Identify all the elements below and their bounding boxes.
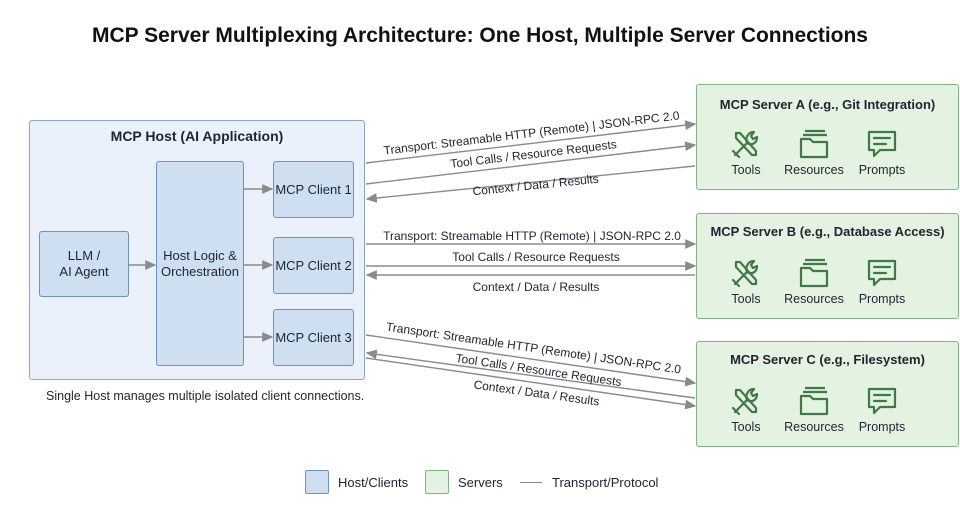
server-b-tools-label: Tools [731, 292, 761, 306]
folder-icon [794, 124, 834, 164]
mcp-client-2-box: MCP Client 2 [273, 237, 354, 294]
legend-servers-swatch [425, 470, 449, 494]
host-logic-box: Host Logic & Orchestration [156, 161, 244, 366]
chat-bubble-icon [862, 253, 902, 293]
mcp-server-c: MCP Server C (e.g., Filesystem) Tools Re… [696, 341, 959, 447]
server-b-prompts-label: Prompts [858, 292, 906, 306]
host-logic-line1: Host Logic & [163, 247, 237, 263]
legend-transport-label: Transport/Protocol [552, 475, 659, 490]
legend-servers-label: Servers [458, 475, 503, 490]
mcp-client-1-box: MCP Client 1 [273, 161, 354, 218]
server-a-title: MCP Server A (e.g., Git Integration) [719, 97, 936, 112]
server-c-title: MCP Server C (e.g., Filesystem) [730, 352, 925, 367]
server-c-resources-label: Resources [784, 420, 844, 434]
host-caption: Single Host manages multiple isolated cl… [46, 389, 365, 403]
transport-line-c [365, 334, 697, 387]
mcp-client-3-box: MCP Client 3 [273, 309, 354, 366]
response-line-c [365, 349, 696, 399]
llm-label-line2: AI Agent [59, 264, 109, 279]
mcp-server-b: MCP Server B (e.g., Database Access) Too… [696, 213, 959, 319]
transport-label-b: Transport: Streamable HTTP (Remote) | JS… [383, 229, 681, 243]
llm-agent-box: LLM / AI Agent [39, 231, 129, 297]
diagram-title: MCP Server Multiplexing Architecture: On… [92, 24, 868, 47]
mcp-server-a: MCP Server A (e.g., Git Integration) Too… [696, 84, 959, 190]
chat-bubble-icon [862, 381, 902, 421]
response-label-b: Context / Data / Results [473, 280, 600, 294]
server-b-title: MCP Server B (e.g., Database Access) [710, 224, 945, 239]
mcp-client-3-label: MCP Client 3 [275, 329, 352, 345]
mcp-client-2-label: MCP Client 2 [275, 257, 352, 273]
server-b-resources-label: Resources [784, 292, 844, 306]
llm-label-line1: LLM / [67, 248, 101, 263]
request-line-c [365, 357, 697, 410]
tools-icon [726, 253, 766, 293]
request-line-a [365, 141, 697, 185]
transport-line-a [365, 120, 697, 164]
tools-icon [726, 381, 766, 421]
server-a-prompts-label: Prompts [858, 163, 906, 177]
mcp-client-1-label: MCP Client 1 [275, 181, 352, 197]
server-a-tools-label: Tools [731, 163, 761, 177]
folder-icon [794, 253, 834, 293]
response-label-a: Context / Data / Results [472, 172, 600, 199]
server-a-resources-label: Resources [784, 163, 844, 177]
legend-host-swatch [305, 470, 329, 494]
mcp-host-title: MCP Host (AI Application) [110, 128, 284, 144]
folder-icon [794, 381, 834, 421]
request-label-b: Tool Calls / Resource Requests [452, 250, 619, 264]
server-c-prompts-label: Prompts [858, 420, 906, 434]
tools-icon [726, 124, 766, 164]
chat-bubble-icon [862, 124, 902, 164]
host-logic-line2: Orchestration [160, 263, 240, 279]
server-c-tools-label: Tools [731, 420, 761, 434]
legend-transport-line [520, 482, 542, 483]
response-line-a [365, 165, 696, 203]
legend-host-label: Host/Clients [338, 475, 409, 490]
